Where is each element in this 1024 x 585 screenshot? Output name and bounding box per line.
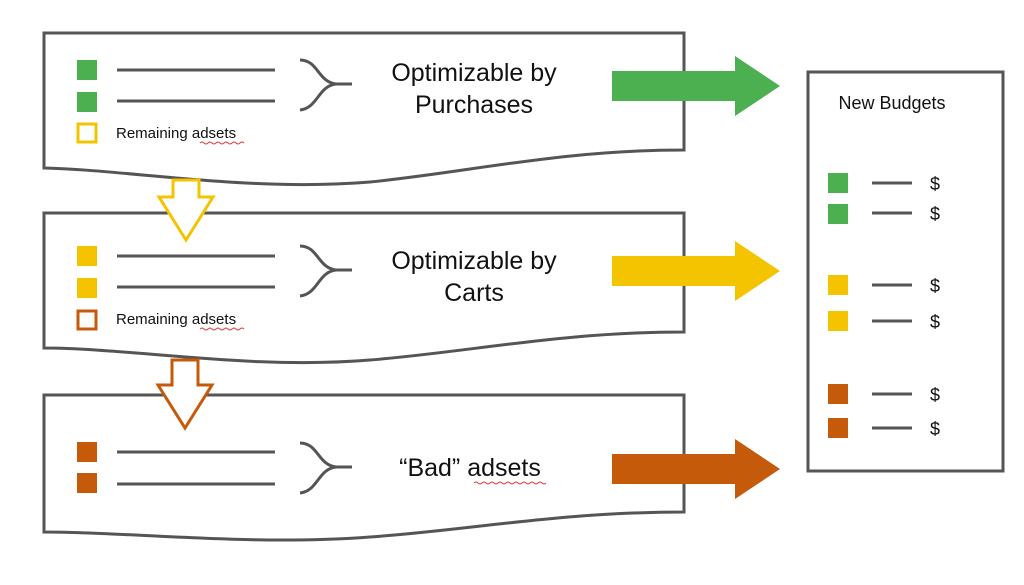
stage-card xyxy=(42,31,686,187)
budget-amount-symbol: $ xyxy=(930,276,940,296)
budget-panel-box xyxy=(806,70,1005,473)
square-icon xyxy=(828,384,848,404)
square-icon xyxy=(77,278,97,298)
stage-purchases: Remaining adsets Optimizable by Purchase… xyxy=(42,31,686,187)
down-arrow-icon xyxy=(156,178,216,243)
stage-title: Optimizable by xyxy=(391,59,557,87)
stage-title: Carts xyxy=(444,279,504,307)
budget-amount-symbol: $ xyxy=(930,385,940,405)
spellcheck-underline xyxy=(473,481,547,485)
square-icon xyxy=(77,246,97,266)
stage-card xyxy=(42,393,686,542)
budget-row: $ xyxy=(828,418,940,439)
square-icon xyxy=(76,122,98,144)
square-icon xyxy=(77,473,97,493)
budget-amount-symbol: $ xyxy=(930,419,940,439)
square-icon xyxy=(828,418,848,438)
remaining-adsets-label: Remaining adsets xyxy=(116,311,236,328)
square-icon xyxy=(828,275,848,295)
square-icon xyxy=(828,204,848,224)
stage-card xyxy=(42,211,686,365)
budget-row: $ xyxy=(828,275,940,296)
budget-panel-title: New Budgets xyxy=(838,93,945,113)
spellcheck-underline xyxy=(199,327,245,331)
stage-bad: “Bad” adsets xyxy=(42,393,686,542)
square-icon xyxy=(77,60,97,80)
stage-title: Purchases xyxy=(415,91,533,119)
down-arrow-icon xyxy=(155,358,215,431)
square-icon xyxy=(77,92,97,112)
budget-row: $ xyxy=(828,204,940,224)
square-icon xyxy=(828,173,848,193)
square-icon xyxy=(77,442,97,462)
budget-amount-symbol: $ xyxy=(930,174,940,194)
remaining-adsets-label: Remaining adsets xyxy=(116,125,236,142)
right-arrow-icon xyxy=(612,56,780,116)
square-icon xyxy=(828,311,848,331)
stage-title: “Bad” adsets xyxy=(399,454,541,482)
new-budgets-panel: New Budgets $ $ $ $ $ $ xyxy=(806,70,1005,473)
right-arrow-icon xyxy=(612,241,780,301)
budget-amount-symbol: $ xyxy=(930,204,940,224)
stage-carts: Remaining adsets Optimizable by Carts xyxy=(42,211,686,365)
spellcheck-underline xyxy=(199,141,245,145)
budget-row: $ xyxy=(828,311,940,332)
budget-amount-symbol: $ xyxy=(930,312,940,332)
square-icon xyxy=(76,309,98,331)
right-arrow-icon xyxy=(612,439,780,499)
budget-row: $ xyxy=(828,384,940,405)
budget-row: $ xyxy=(828,173,940,194)
stage-title: Optimizable by xyxy=(391,247,557,275)
